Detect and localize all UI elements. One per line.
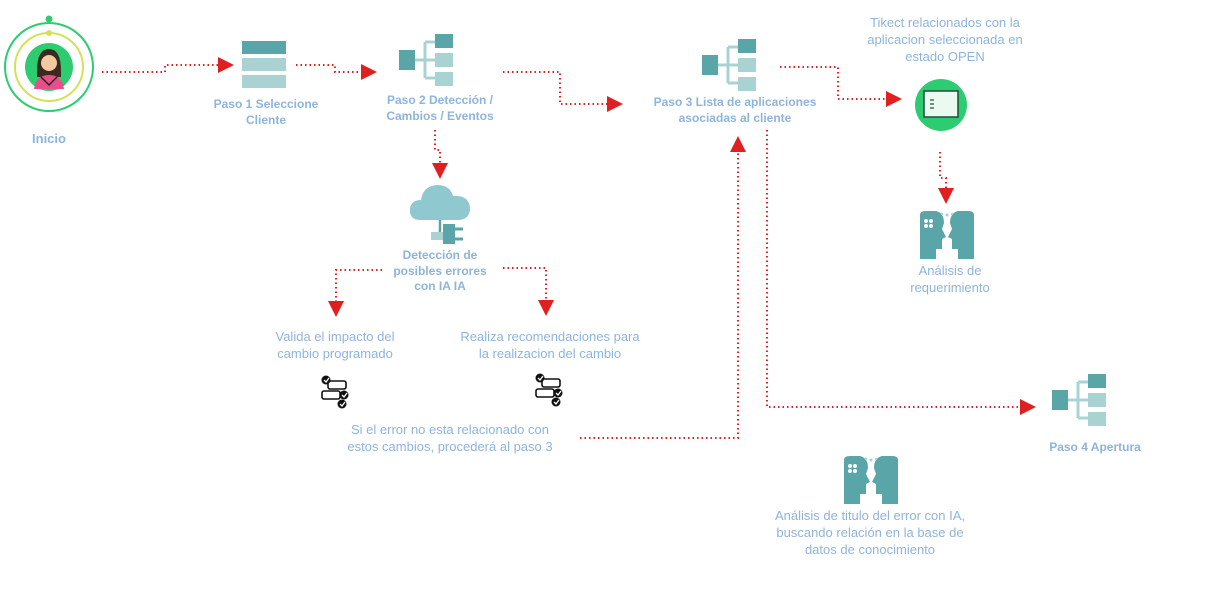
valida-label: Valida el impacto del cambio programado	[275, 329, 395, 361]
hierarchy-icon	[1052, 374, 1106, 426]
ai-heads-icon	[844, 456, 898, 504]
checklist-icon	[321, 375, 349, 409]
inicio-label: Inicio	[32, 131, 66, 146]
paso1-label: Paso 1 Seleccione Cliente	[213, 97, 319, 127]
arrow-deteccion-valida	[328, 269, 382, 317]
ai-heads-icon	[920, 211, 974, 259]
si-error-label: Si el error no esta relacionado con esto…	[347, 422, 553, 454]
paso4-label: Paso 4 Apertura	[1049, 440, 1141, 454]
hierarchy-icon	[399, 34, 453, 86]
arrow-deteccion-recomend	[503, 267, 554, 316]
arrow-si-error-paso3	[580, 136, 746, 439]
arrow-tickets-analisis	[938, 152, 954, 204]
hierarchy-icon	[702, 39, 756, 91]
arrow-paso2-deteccion	[432, 130, 448, 179]
tickets-label: Tikect relacionados con la aplicacion se…	[867, 15, 1023, 64]
deteccion-label: Detección de posibles errores con IA IA	[393, 248, 487, 294]
analisis-req-label: Análisis de requerimiento	[910, 263, 990, 295]
arrow-paso1-paso2	[296, 64, 377, 80]
list-stack-icon	[242, 41, 286, 88]
cloud-plug-icon	[409, 185, 470, 244]
arrow-inicio-paso1	[102, 57, 234, 73]
analisis-titulo-label: Análisis de titulo del error con IA, bus…	[774, 508, 966, 557]
user-avatar-icon[interactable]	[1, 15, 99, 113]
checklist-icon	[535, 373, 563, 407]
paso3-label: Paso 3 Lista de aplicaciones asociadas a…	[653, 95, 817, 125]
ticket-icon[interactable]	[913, 77, 969, 133]
paso2-label: Paso 2 Detección / Cambios / Eventos	[386, 93, 494, 123]
recomendaciones-label: Realiza recomendaciones para la realizac…	[460, 329, 640, 361]
arrow-paso2-paso3	[503, 71, 623, 112]
